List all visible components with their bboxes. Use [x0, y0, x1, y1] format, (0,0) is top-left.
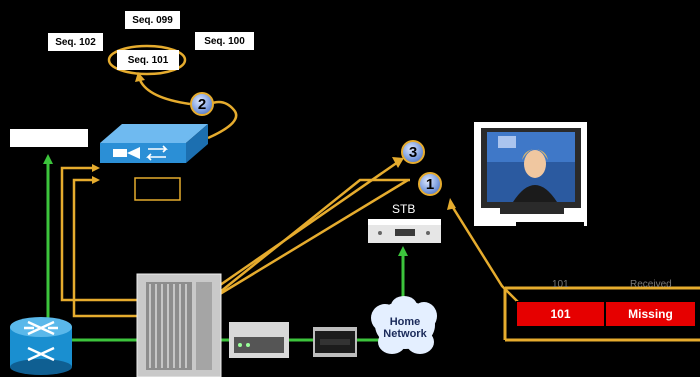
retransmit-stream-path: [209, 178, 409, 302]
green-arrowhead: [398, 246, 408, 256]
dslam-chassis-icon: [136, 273, 222, 377]
green-arrowhead: [43, 154, 53, 164]
gateway-icon: [313, 327, 357, 357]
orange-arrowhead: [392, 157, 404, 168]
sequencer-loop-path: [207, 100, 238, 140]
set-top-box-icon: [368, 219, 441, 243]
seq-100-label: Seq. 100: [195, 32, 254, 50]
missing-report-path: [450, 205, 519, 303]
table-header-packet: 101: [552, 279, 569, 290]
orange-arrowhead: [92, 176, 100, 184]
orange-stream-links: [60, 72, 519, 318]
retransmit-server-icon: [100, 124, 208, 163]
table-cell-packet-101: 101: [516, 301, 605, 327]
dslam-to-sequencer-request: [60, 166, 140, 302]
home-network-line1: Home: [389, 316, 421, 328]
stb-request-path: [209, 178, 410, 301]
retransmit-request-path: [209, 160, 399, 294]
seq-102-label: Seq. 102: [48, 33, 103, 51]
tv-icon: [474, 122, 587, 226]
orange-arrowhead: [447, 198, 456, 210]
home-network-line2: Network: [383, 328, 427, 340]
table-header-received: Received: [630, 279, 672, 290]
green-network-links: [43, 154, 408, 342]
step-3-badge: 3: [401, 140, 425, 164]
status-table-frame: [503, 286, 700, 342]
step-2-badge: 2: [190, 92, 214, 116]
stb-label: STB: [392, 202, 416, 216]
seq-101-label: Seq. 101: [117, 50, 179, 70]
dslam-to-sequencer-stream: [72, 178, 140, 318]
router-icon: [10, 317, 72, 375]
cloud-icon: [371, 296, 437, 354]
sequencer-to-buffer-path: [138, 79, 191, 106]
table-cell-missing: Missing: [605, 301, 696, 327]
buffered-packet-highlight: [107, 44, 187, 76]
orange-arrowhead: [92, 164, 100, 172]
seq-099-label: Seq. 099: [125, 11, 180, 29]
orange-outline-box: [134, 177, 181, 201]
home-network-label: Home Network: [375, 316, 435, 340]
step-1-badge: 1: [418, 172, 442, 196]
blank-label-box: [10, 129, 88, 147]
modem-icon: [229, 322, 289, 358]
